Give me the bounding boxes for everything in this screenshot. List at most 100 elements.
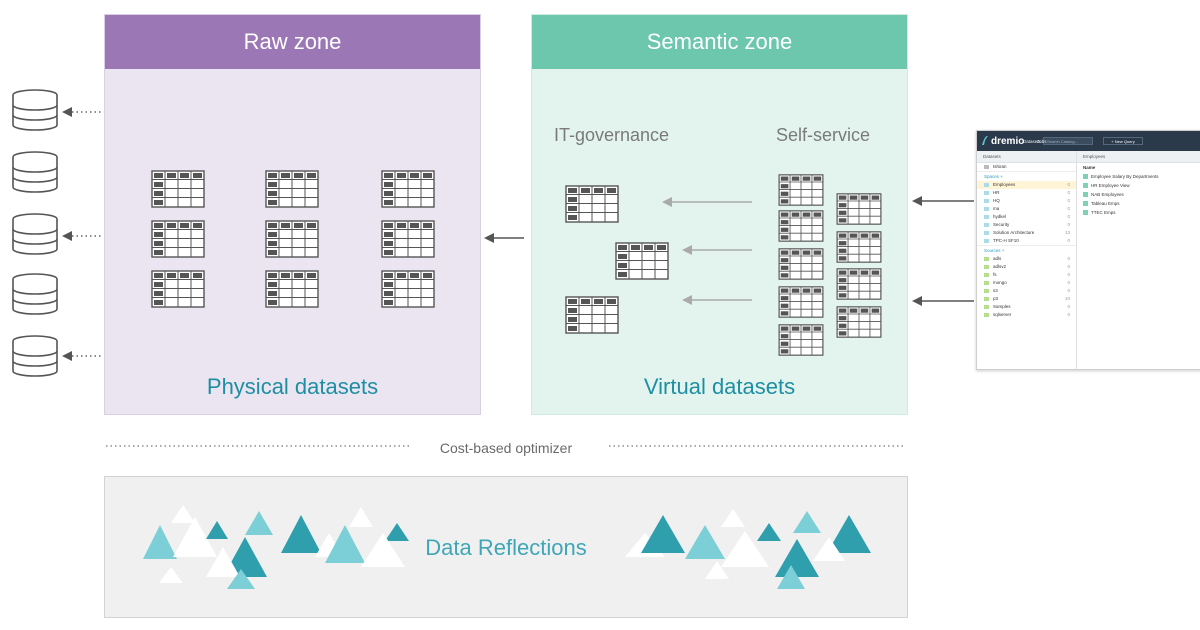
folder-icon [984, 231, 989, 235]
sidebar-item-count: 0 [1067, 182, 1070, 187]
self-service-dataset-icon [778, 174, 824, 206]
physical-dataset-icon [265, 220, 319, 258]
self-service-dataset-icon [836, 231, 882, 263]
right-header: Employees [1077, 151, 1200, 163]
dataset-row[interactable]: HR Employee View [1077, 181, 1200, 190]
dataset-row[interactable]: TTEC Emps [1077, 208, 1200, 217]
nav-jobs[interactable]: Jobs [1037, 139, 1047, 144]
self-service-dataset-icon [836, 306, 882, 338]
dotted-arrow-icon [62, 351, 102, 361]
home-item[interactable]: tshiran [977, 163, 1076, 171]
dataset-row[interactable]: NAB Employees [1077, 190, 1200, 199]
left-header: Datasets [977, 151, 1076, 163]
physical-dataset-icon [151, 220, 205, 258]
dataset-row[interactable]: Tableau Emps [1077, 199, 1200, 208]
folder-icon [984, 289, 989, 293]
dataset-name: HR Employee View [1091, 183, 1130, 188]
sidebar-item-label: adls [993, 256, 1002, 261]
sidebar-item-count: 0 [1067, 288, 1070, 293]
sidebar-item-count: 0 [1067, 206, 1070, 211]
governed-dataset-icon [615, 242, 669, 280]
dataset-row[interactable]: Employee Salary By Departments [1077, 172, 1200, 181]
database-icon [12, 89, 58, 131]
dataset-name: Tableau Emps [1091, 201, 1120, 206]
sidebar-item[interactable]: mongo 0 [977, 279, 1076, 287]
it-governance-label: IT-governance [554, 125, 670, 145]
folder-icon [984, 239, 989, 243]
database-icon [12, 273, 58, 315]
sidebar-item[interactable]: Solution Architecture 13 [977, 229, 1076, 237]
sidebar-item-count: 0 [1067, 222, 1070, 227]
sidebar-item-label: fs [993, 272, 997, 277]
sidebar-item-count: 0 [1067, 190, 1070, 195]
arrow-icon [484, 233, 524, 243]
sources-header[interactable]: Sources + [977, 245, 1076, 255]
dataset-icon [1083, 201, 1088, 206]
dotted-divider [106, 445, 906, 447]
sidebar-item[interactable]: Samples 0 [977, 303, 1076, 311]
sidebar-item-count: 0 [1067, 238, 1070, 243]
sidebar-item-label: sqlserver [993, 312, 1012, 317]
data-reflections-label: Data Reflections [425, 535, 587, 560]
folder-icon [984, 281, 989, 285]
folder-icon [984, 207, 989, 211]
name-column-header[interactable]: Name [1083, 165, 1096, 170]
folder-icon [984, 199, 989, 203]
governed-dataset-icon [565, 185, 619, 223]
sidebar-item-label: TPC-H SF10 [993, 238, 1019, 243]
dataset-name: NAB Employees [1091, 192, 1124, 197]
cost-based-optimizer-label: Cost-based optimizer [439, 440, 573, 456]
app-top-bar: dremio Datasets Search Catalog... + New … [977, 131, 1200, 151]
cost-based-optimizer: Cost-based optimizer [104, 440, 908, 460]
physical-dataset-icon [381, 170, 435, 208]
sidebar-item-count: 0 [1067, 312, 1070, 317]
sidebar-item-count: 13 [1064, 230, 1070, 235]
sidebar-item-count: 10 [1064, 296, 1070, 301]
sidebar-item-label: mongo [993, 280, 1007, 285]
sidebar-item-count: 0 [1067, 280, 1070, 285]
reflection-triangles [143, 505, 871, 589]
spaces-header[interactable]: Spaces + [977, 171, 1076, 181]
dotted-arrow-icon [62, 107, 102, 117]
new-query-button[interactable]: + New Query [1103, 137, 1143, 145]
sidebar-item[interactable]: sqlserver 0 [977, 311, 1076, 319]
dataset-icon [1083, 174, 1088, 179]
physical-dataset-icon [381, 270, 435, 308]
raw-zone-title: Raw zone [105, 15, 480, 69]
sidebar-item[interactable]: adls 0 [977, 255, 1076, 263]
search-input[interactable]: Search Catalog... [1043, 137, 1093, 145]
dataset-icon [1083, 183, 1088, 188]
folder-icon [984, 215, 989, 219]
self-service-dataset-icon [778, 210, 824, 242]
sidebar-item-label: Employees [993, 182, 1016, 187]
app-right-panel: Employees Name Employee Salary By Depart… [1077, 151, 1200, 369]
folder-icon [984, 297, 989, 301]
sidebar-item-label: Samples [993, 304, 1011, 309]
database-icon [12, 213, 58, 255]
folder-icon [984, 191, 989, 195]
sidebar-item-count: 0 [1067, 256, 1070, 261]
app-brand: dremio [991, 136, 1025, 147]
arrow-icon [662, 197, 752, 207]
sidebar-item-label: Solution Architecture [993, 230, 1035, 235]
database-icon [12, 151, 58, 193]
physical-dataset-icon [265, 170, 319, 208]
nav-datasets[interactable]: Datasets [1023, 139, 1041, 144]
sidebar-item-count: 0 [1067, 304, 1070, 309]
sidebar-item[interactable]: Employees 0 [977, 181, 1076, 189]
semantic-zone-title: Semantic zone [532, 15, 907, 69]
data-reflections-panel: Data Reflections [104, 476, 908, 618]
physical-dataset-icon [151, 170, 205, 208]
sidebar-item[interactable]: TPC-H SF10 0 [977, 237, 1076, 245]
sidebar-item-label: adlsv2 [993, 264, 1007, 269]
